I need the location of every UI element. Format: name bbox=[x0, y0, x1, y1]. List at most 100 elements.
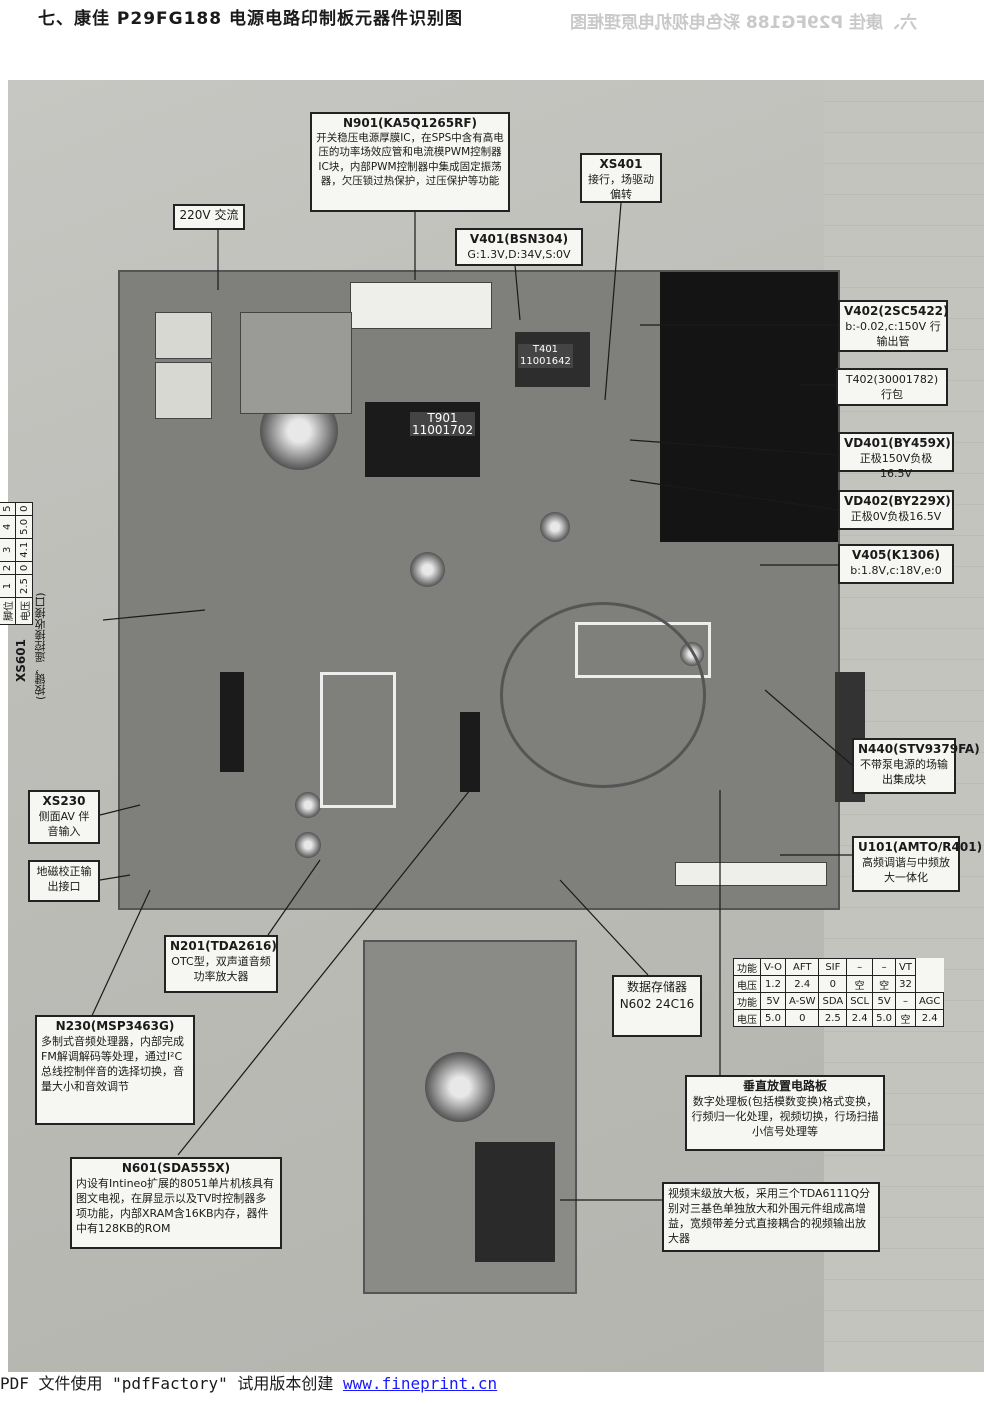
pin-table-cell: 功能 bbox=[733, 992, 761, 1010]
label-video-amp-body: 视频末级放大板，采用三个TDA6111Q分别对三基色单独放大和外围元件组成高增益… bbox=[668, 1187, 871, 1245]
label-n440-heading: N440(STV9379FA) bbox=[858, 742, 980, 756]
line-filter bbox=[155, 362, 212, 419]
label-220v-body: 220V 交流 bbox=[179, 208, 239, 222]
label-xs401: XS401 接行，场驱动偏转 bbox=[580, 153, 662, 203]
xs601-cell: 5.0 bbox=[15, 515, 33, 539]
xs601-cell: 电压 bbox=[15, 597, 33, 625]
xs601-cell: 4.1 bbox=[15, 538, 33, 562]
label-n201: N201(TDA2616) OTC型，双声道音频功率放大器 bbox=[164, 935, 278, 993]
label-t402: T402(30001782) 行包 bbox=[836, 368, 948, 406]
label-v402-body: b:-0.02,c:150V 行输出管 bbox=[845, 320, 941, 348]
heatsink-n901 bbox=[350, 282, 492, 329]
label-n440-body: 不带泵电源的场输出集成块 bbox=[860, 758, 948, 786]
label-n602-body: 数据存储器 N602 24C16 bbox=[619, 980, 695, 1011]
label-n901-body: 开关稳压电源厚膜IC，在SPS中含有高电压的功率场效应管和电流模PWM控制器IC… bbox=[316, 131, 504, 188]
label-n601-body: 内设有Intineo扩展的8051单片机核具有图文电视，在屏显示以及TV时控制器… bbox=[76, 1177, 275, 1235]
pin-table-cell: 功能 bbox=[733, 958, 761, 976]
t901-marking: T901 11001702 bbox=[410, 411, 476, 437]
main-pcb: T901 11001702 T401 11001642 bbox=[118, 270, 865, 910]
flyback-area bbox=[660, 272, 838, 542]
xs601-cell: 4 bbox=[0, 515, 16, 539]
label-vertical-board-body: 数字处理板(包括模数变换)格式变换，行频归一化处理，视频切换，行场扫描小信号处理… bbox=[691, 1095, 879, 1138]
pin-table-cell: 5.0 bbox=[759, 1009, 787, 1027]
xs601-cell: 2.5 bbox=[15, 574, 33, 598]
xs601-subtitle: (按键，遥控接收接口) bbox=[34, 592, 47, 700]
label-u101-heading: U101(AMTO/R401) bbox=[858, 840, 983, 854]
pin-table-cell: 2.4 bbox=[914, 1009, 945, 1027]
t401-marking: T401 11001642 bbox=[518, 344, 573, 368]
label-220v: 220V 交流 bbox=[173, 204, 245, 230]
label-n602: 数据存储器 N602 24C16 bbox=[612, 975, 702, 1037]
label-v402: V402(2SC5422) b:-0.02,c:150V 行输出管 bbox=[838, 300, 949, 352]
bleed-through-title: 六、康佳 P29FG188 彩色电视机电原理框图 bbox=[570, 13, 918, 33]
capacitor bbox=[295, 792, 321, 818]
label-n440: N440(STV9379FA) 不带泵电源的场输出集成块 bbox=[852, 738, 980, 794]
label-vertical-board-heading: 垂直放置电路板 bbox=[742, 1079, 827, 1093]
label-n601: N601(SDA555X) 内设有Intineo扩展的8051单片机核具有图文电… bbox=[70, 1157, 282, 1249]
pin-table-cell: 0 bbox=[785, 1009, 820, 1027]
ic-n601 bbox=[220, 672, 244, 772]
label-vertical-board: 垂直放置电路板 数字处理板(包括模数变换)格式变换，行频归一化处理，视频切换，行… bbox=[685, 1075, 885, 1151]
label-xs230: XS230 侧面AV 伴音输入 bbox=[28, 790, 100, 844]
label-geomagnetic-body: 地磁校正输出接口 bbox=[36, 865, 92, 893]
label-vd401-body: 正极150V负极16.5V bbox=[859, 452, 933, 480]
line-filter bbox=[155, 312, 212, 359]
label-vd401-heading: VD401(BY459X) bbox=[844, 436, 951, 450]
pcb-area bbox=[240, 312, 352, 414]
pin-table-cell: VT bbox=[895, 958, 916, 976]
page-title: 七、康佳 P29FG188 电源电路印制板元器件识别图 bbox=[38, 9, 464, 29]
pin-table-cell: – bbox=[895, 992, 916, 1010]
pin-table-cell: 1.2 bbox=[759, 975, 787, 993]
pin-table-cell: AFT bbox=[785, 958, 820, 976]
heatsink-n201 bbox=[320, 672, 396, 808]
label-xs401-heading: XS401 bbox=[599, 157, 643, 171]
xs601-cell: 5 bbox=[0, 502, 16, 516]
pin-table-cell: 空 bbox=[895, 1009, 916, 1027]
xs601-cell: 1 bbox=[0, 574, 16, 598]
label-n201-body: OTC型，双声道音频功率放大器 bbox=[171, 955, 271, 983]
pin-table-cell: 电压 bbox=[733, 1009, 761, 1027]
xs601-cell: 2 bbox=[0, 561, 16, 575]
label-n901: N901(KA5Q1265RF) 开关稳压电源厚膜IC，在SPS中含有高电压的功… bbox=[310, 112, 510, 212]
label-v405-body: b:1.8V,c:18V,e:0 bbox=[850, 564, 942, 577]
label-xs230-heading: XS230 bbox=[42, 794, 86, 808]
pin-table-cell: 5.0 bbox=[872, 1009, 897, 1027]
label-video-amp: 视频末级放大板，采用三个TDA6111Q分别对三基色单独放大和外围元件组成高增益… bbox=[662, 1182, 880, 1252]
label-v405-heading: V405(K1306) bbox=[851, 548, 940, 562]
pin-table-cell: 2.5 bbox=[818, 1009, 848, 1027]
video-amp-heatsink bbox=[475, 1142, 555, 1262]
pin-table-cell: 32 bbox=[895, 975, 916, 993]
video-amp-board bbox=[363, 940, 577, 1294]
label-v405: V405(K1306) b:1.8V,c:18V,e:0 bbox=[838, 544, 954, 584]
pin-table-cell: V-O bbox=[759, 958, 787, 976]
label-xs230-body: 侧面AV 伴音输入 bbox=[38, 810, 90, 838]
label-u101: U101(AMTO/R401) 高频调谐与中频放大一体化 bbox=[852, 836, 983, 892]
label-t402-body: T402(30001782) 行包 bbox=[845, 373, 939, 401]
pin-table-cell: A-SW bbox=[785, 992, 820, 1010]
label-xs401-body: 接行，场驱动偏转 bbox=[588, 173, 654, 201]
label-n230-body: 多制式音频处理器，内部完成FM解调解码等处理，通过I²C总线控制伴音的选择切换，… bbox=[41, 1035, 184, 1093]
pin-table-cell: SDA bbox=[818, 992, 848, 1010]
label-n230-heading: N230(MSP3463G) bbox=[55, 1019, 175, 1033]
pin-table-cell: 2.4 bbox=[785, 975, 820, 993]
xs601-cell: 脚位 bbox=[0, 597, 16, 625]
label-n230: N230(MSP3463G) 多制式音频处理器，内部完成FM解调解码等处理，通过… bbox=[35, 1015, 195, 1125]
footer-text: PDF 文件使用 "pdfFactory" 试用版本创建 bbox=[0, 1374, 344, 1393]
pin-table-cell: 电压 bbox=[733, 975, 761, 993]
pdf-footer: PDF 文件使用 "pdfFactory" 试用版本创建 www.finepri… bbox=[0, 1370, 497, 1394]
footer-link[interactable]: www.fineprint.cn bbox=[343, 1374, 498, 1393]
xs601-cell: 0 bbox=[15, 561, 33, 575]
label-vd402-heading: VD402(BY229X) bbox=[844, 494, 951, 508]
label-v401: V401(BSN304) G:1.3V,D:34V,S:0V bbox=[455, 228, 583, 266]
ic-n230 bbox=[460, 712, 480, 792]
label-v401-heading: V401(BSN304) bbox=[469, 232, 569, 246]
xs601-cell: 3 bbox=[0, 538, 16, 562]
pin-table-cell: 5V bbox=[872, 992, 897, 1010]
